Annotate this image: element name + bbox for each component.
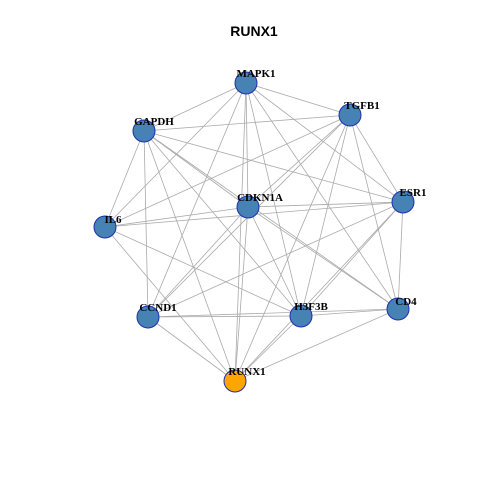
edge-cdkn1a-ccnd1 <box>147 206 249 318</box>
edge-cdkn1a-h3f3b <box>247 206 302 317</box>
edge-cdkn1a-esr1 <box>247 201 404 208</box>
edge-tgfb1-esr1 <box>349 114 404 203</box>
edge-mapk1-h3f3b <box>245 82 302 317</box>
node-cdkn1a[interactable] <box>236 195 260 219</box>
edge-mapk1-cd4 <box>245 82 399 310</box>
node-label-tgfb1: TGFB1 <box>344 100 379 112</box>
edge-gapdh-runx1 <box>143 130 236 382</box>
node-label-mapk1: MAPK1 <box>236 68 275 80</box>
node-label-runx1: RUNX1 <box>228 366 265 378</box>
edge-h3f3b-cd4 <box>300 308 399 317</box>
edge-esr1-ccnd1 <box>147 201 404 318</box>
edge-mapk1-tgfb1 <box>245 82 351 116</box>
node-mapk1[interactable] <box>234 71 258 95</box>
edge-il6-runx1 <box>104 226 236 382</box>
edge-ccnd1-h3f3b <box>147 315 302 318</box>
node-label-ccnd1: CCND1 <box>139 302 176 314</box>
edge-gapdh-il6 <box>104 130 145 228</box>
edge-cdkn1a-runx1 <box>234 206 249 382</box>
node-cd4[interactable] <box>386 297 410 321</box>
node-gapdh[interactable] <box>132 119 156 143</box>
node-tgfb1[interactable] <box>338 103 362 127</box>
edge-cdkn1a-cd4 <box>247 206 399 310</box>
edge-tgfb1-gapdh <box>143 114 351 132</box>
node-h3f3b[interactable] <box>289 304 313 328</box>
node-layer <box>93 71 415 393</box>
edge-esr1-cd4 <box>397 201 404 310</box>
node-label-cdkn1a: CDKN1A <box>237 192 283 204</box>
edge-gapdh-cd4 <box>143 130 399 310</box>
edge-esr1-runx1 <box>234 201 404 382</box>
edge-h3f3b-runx1 <box>234 315 302 382</box>
edge-ccnd1-runx1 <box>147 316 236 382</box>
edge-esr1-h3f3b <box>300 201 404 317</box>
node-label-gapdh: GAPDH <box>134 116 174 128</box>
edge-ccnd1-cd4 <box>147 308 399 318</box>
node-runx1[interactable] <box>223 369 247 393</box>
edge-il6-h3f3b <box>104 226 302 317</box>
edge-cd4-runx1 <box>234 308 399 382</box>
edge-mapk1-cdkn1a <box>245 82 249 208</box>
edge-gapdh-h3f3b <box>143 130 302 317</box>
edge-gapdh-esr1 <box>143 130 404 203</box>
edge-mapk1-ccnd1 <box>147 82 247 318</box>
node-ccnd1[interactable] <box>136 305 160 329</box>
edge-mapk1-esr1 <box>245 82 404 203</box>
node-label-esr1: ESR1 <box>400 187 427 199</box>
edge-mapk1-gapdh <box>143 82 247 132</box>
edge-tgfb1-cdkn1a <box>247 114 351 208</box>
diagram-title: RUNX1 <box>230 23 278 39</box>
edge-layer <box>104 82 404 382</box>
node-label-il6: IL6 <box>104 214 122 226</box>
edge-gapdh-cdkn1a <box>143 130 249 208</box>
node-label-h3f3b: H3F3B <box>294 301 328 313</box>
edge-il6-cdkn1a <box>104 206 249 228</box>
node-label-cd4: CD4 <box>395 296 417 308</box>
edge-tgfb1-runx1 <box>234 114 351 382</box>
edge-tgfb1-cd4 <box>349 114 399 310</box>
edge-gapdh-ccnd1 <box>143 130 149 318</box>
edge-mapk1-runx1 <box>234 82 247 382</box>
node-esr1[interactable] <box>391 190 415 214</box>
node-il6[interactable] <box>93 215 117 239</box>
edge-mapk1-il6 <box>104 82 247 228</box>
edge-tgfb1-h3f3b <box>300 114 351 317</box>
